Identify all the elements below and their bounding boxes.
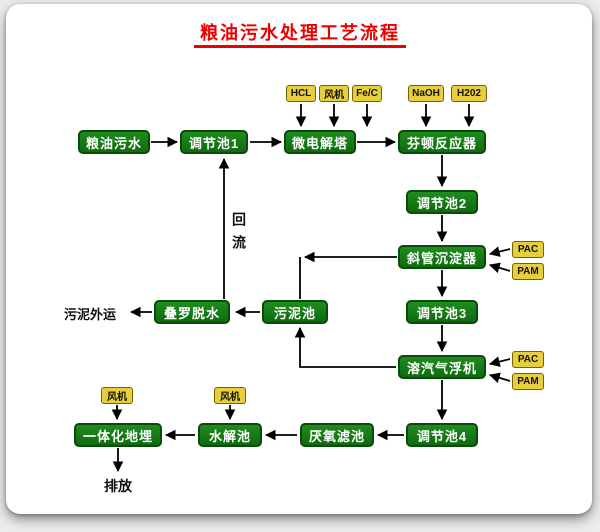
node-inclined-tube-settler: 斜管沉淀器 — [398, 245, 486, 269]
arrow-pac-sedimentation — [488, 246, 511, 257]
node-regulating-tank-2: 调节池2 — [406, 190, 478, 214]
node-anaerobic-filter: 厌氧滤池 — [300, 423, 374, 447]
arrow-flotation-sludge — [294, 326, 396, 368]
label-discharge: 排放 — [104, 478, 132, 494]
node-micro-electrolysis-tower: 微电解塔 — [284, 130, 356, 154]
arrow-pam-sedimentation — [488, 262, 511, 273]
dosing-fan-integrated: 风机 — [101, 387, 133, 404]
node-grain-oil-wastewater: 粮油污水 — [78, 130, 150, 154]
arrow-pam-flotation — [488, 372, 511, 383]
node-regulating-tank-4: 调节池4 — [406, 423, 478, 447]
node-sludge-tank: 污泥池 — [262, 300, 328, 324]
dosing-naoh: NaOH — [408, 85, 444, 102]
dosing-pam-flotation: PAM — [512, 373, 544, 390]
label-sludge-outbound: 污泥外运 — [64, 307, 117, 322]
node-fenton-reactor: 芬顿反应器 — [398, 130, 486, 154]
title-underline — [194, 45, 406, 48]
node-integrated-buried-plant: 一体化地埋 — [74, 423, 162, 447]
dosing-fec: Fe/C — [352, 85, 382, 102]
node-hydrolysis-tank: 水解池 — [198, 423, 262, 447]
dosing-hcl: HCL — [286, 85, 316, 102]
dosing-fan-microtower: 风机 — [319, 85, 349, 102]
label-reflux: 回流 — [231, 212, 247, 258]
dosing-pam-settler: PAM — [512, 263, 544, 280]
dosing-pac-flotation: PAC — [512, 351, 544, 368]
dosing-pac-settler: PAC — [512, 241, 544, 258]
node-regulating-tank-1: 调节池1 — [180, 130, 248, 154]
diagram-title: 粮油污水处理工艺流程 — [200, 23, 400, 43]
node-dissolved-air-flotation: 溶汽气浮机 — [398, 355, 486, 379]
node-screw-dewatering: 叠罗脱水 — [154, 300, 230, 324]
node-regulating-tank-3: 调节池3 — [406, 300, 478, 324]
dosing-fan-hydrolysis: 风机 — [214, 387, 246, 404]
arrow-pac-flotation — [488, 356, 511, 367]
dosing-h2o2: H202 — [451, 85, 487, 102]
